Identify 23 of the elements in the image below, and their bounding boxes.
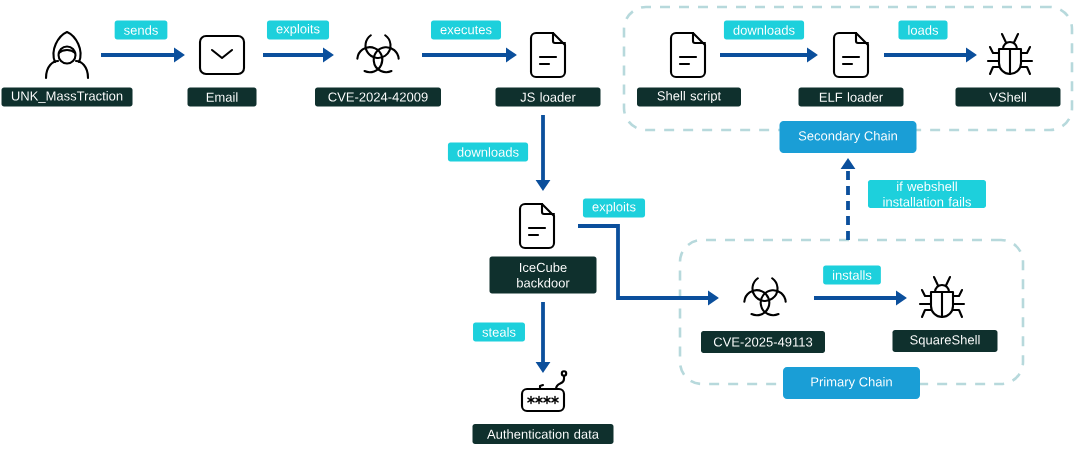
group-label: Primary Chain (783, 367, 920, 399)
label-box: ELF loader (798, 87, 904, 107)
edge-label: downloads (723, 20, 805, 40)
edge-label: exploits (266, 20, 330, 40)
group-label: Secondary Chain (779, 121, 917, 153)
label-box: IceCube backdoor (489, 256, 597, 294)
label-box: CVE-2025-49113 (701, 331, 825, 353)
label-box: Authentication data (472, 424, 614, 444)
edge-label: exploits (582, 198, 646, 218)
label-box: JS loader (495, 87, 601, 107)
label-box: Shell script (637, 87, 741, 107)
edge-label: executes (431, 20, 501, 40)
label-box: CVE-2024-42009 (315, 87, 441, 107)
label-box: UNK_MassTraction (1, 87, 133, 107)
edge-label: if webshell installation fails (868, 179, 986, 208)
label-box: Email (187, 87, 257, 107)
edge-label: steals (473, 322, 525, 342)
label-box: SquareShell (892, 330, 998, 352)
edge-label: sends (114, 20, 168, 40)
edge-label: loads (898, 20, 948, 40)
label-box: VShell (955, 87, 1061, 107)
edge-label: installs (823, 265, 881, 285)
edge-label: downloads (447, 142, 529, 162)
